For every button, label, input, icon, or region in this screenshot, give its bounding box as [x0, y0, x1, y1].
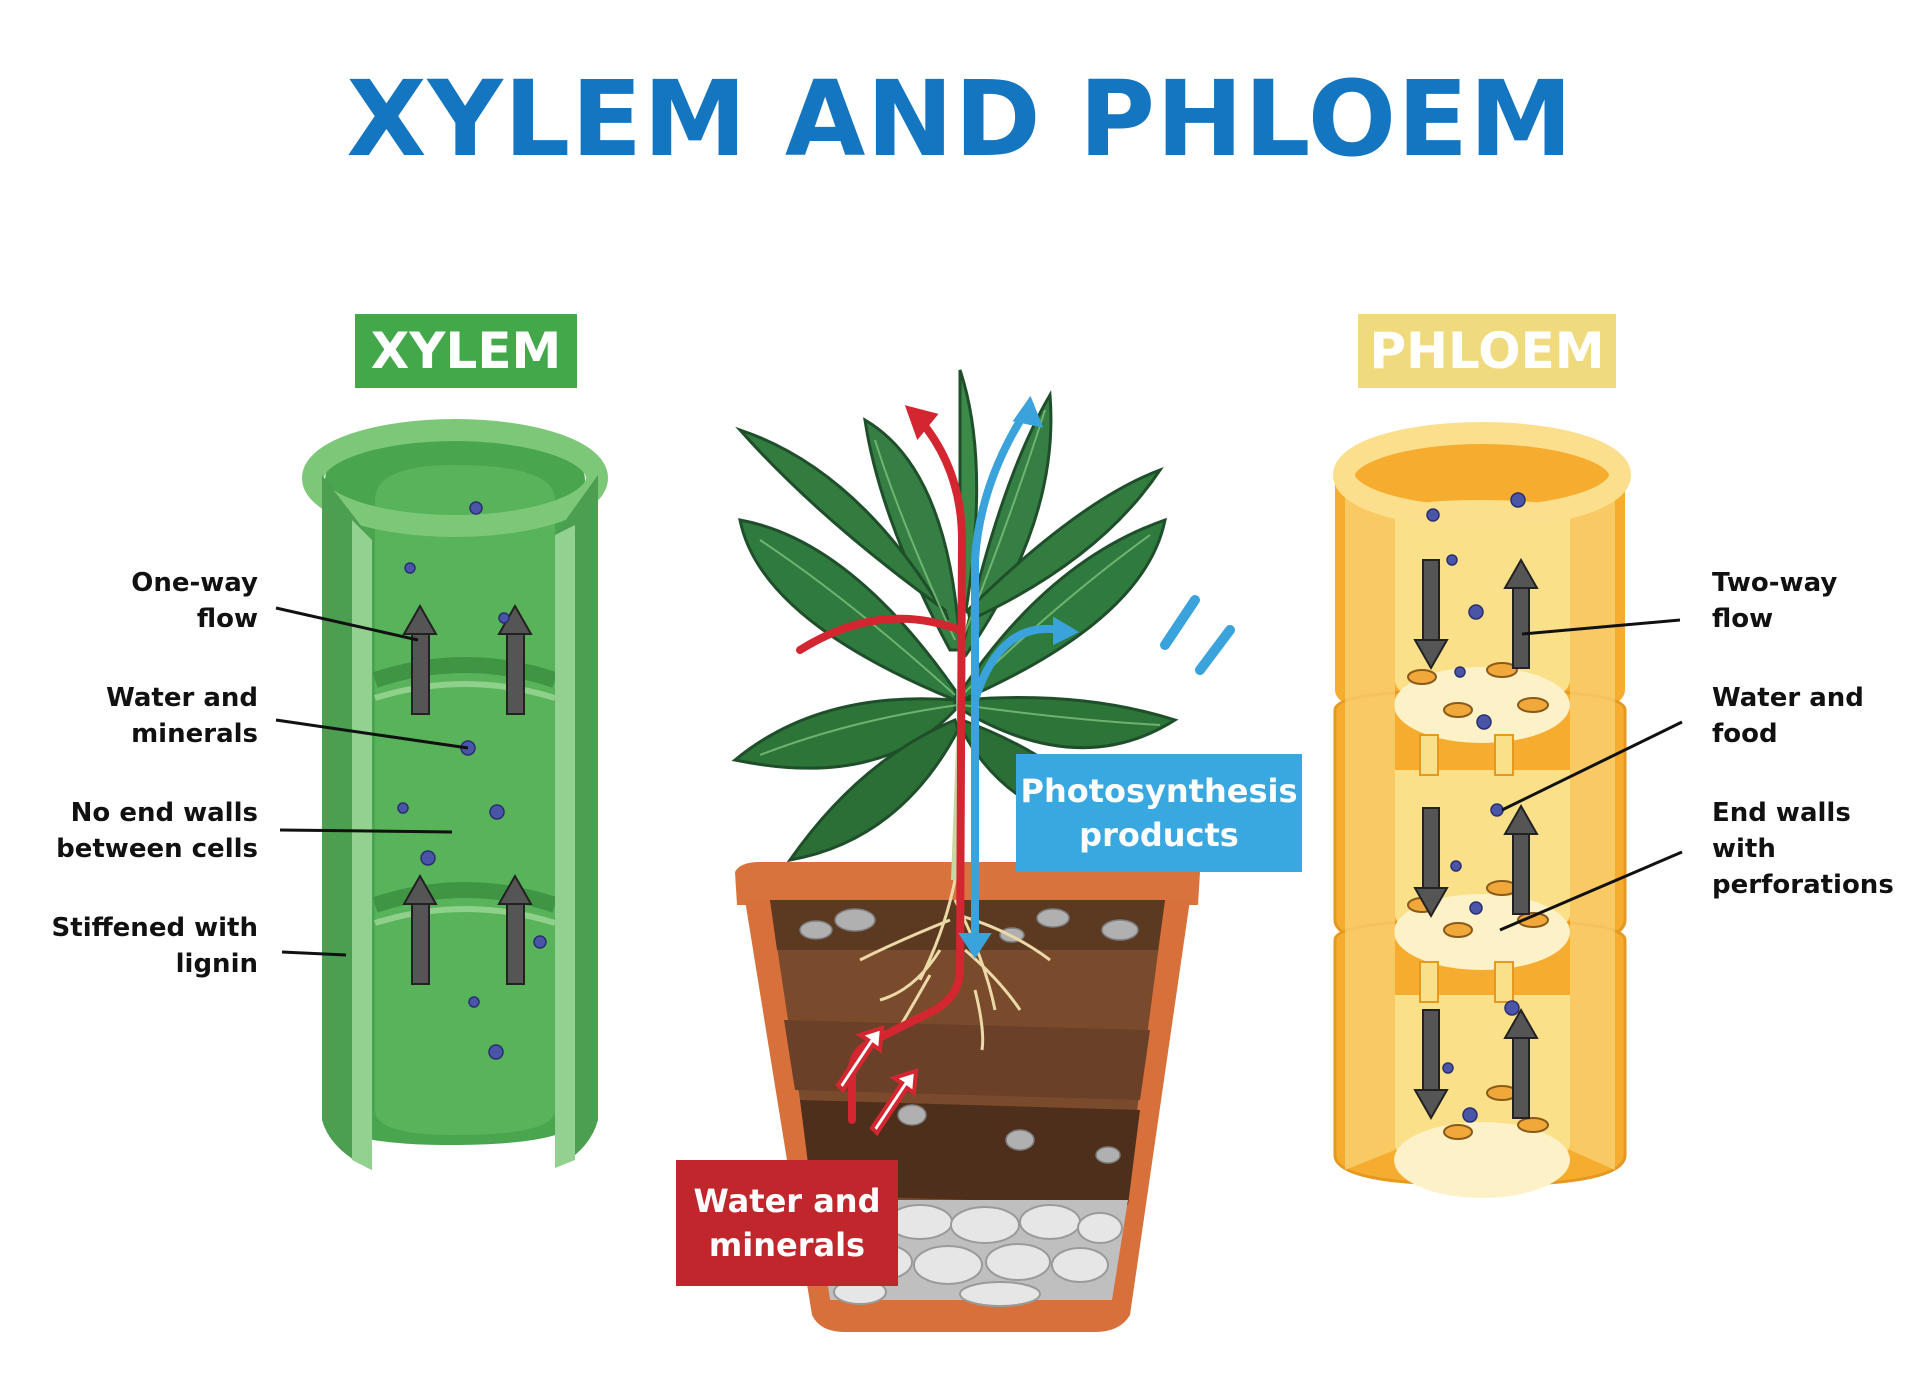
phloem-label-water-and-food: Water and food — [1712, 683, 1864, 749]
phloem-label-end-walls-with-perforations: End walls with perforations — [1712, 798, 1894, 900]
phloem-heading: PHLOEM — [1358, 314, 1616, 388]
page-title: XYLEM AND PHLOEM — [346, 58, 1574, 180]
phloem-tube — [1333, 422, 1631, 1198]
xylem-label-water-and-minerals: Water and minerals — [106, 683, 258, 749]
xylem-label-no-end-walls: No end walls between cells — [56, 798, 258, 864]
photosynthesis-products-label: Photosynthesis products — [1016, 754, 1302, 872]
xylem-label-stiffened-with-lignin: Stiffened with lignin — [51, 913, 258, 979]
xylem-arrows — [402, 603, 533, 985]
water-and-minerals-label: Water and minerals — [676, 1160, 898, 1286]
photosynthesis-flow-path — [958, 395, 1235, 959]
phloem-arrows — [1413, 557, 1539, 1121]
xylem-heading: XYLEM — [355, 314, 577, 388]
phloem-label-two-way-flow: Two-way flow — [1712, 568, 1838, 634]
xylem-leader-lines — [275, 606, 469, 957]
xylem-vessel — [302, 419, 608, 1170]
xylem-label-one-way-flow: One-way flow — [131, 568, 258, 634]
phloem-leader-lines — [1499, 618, 1683, 932]
